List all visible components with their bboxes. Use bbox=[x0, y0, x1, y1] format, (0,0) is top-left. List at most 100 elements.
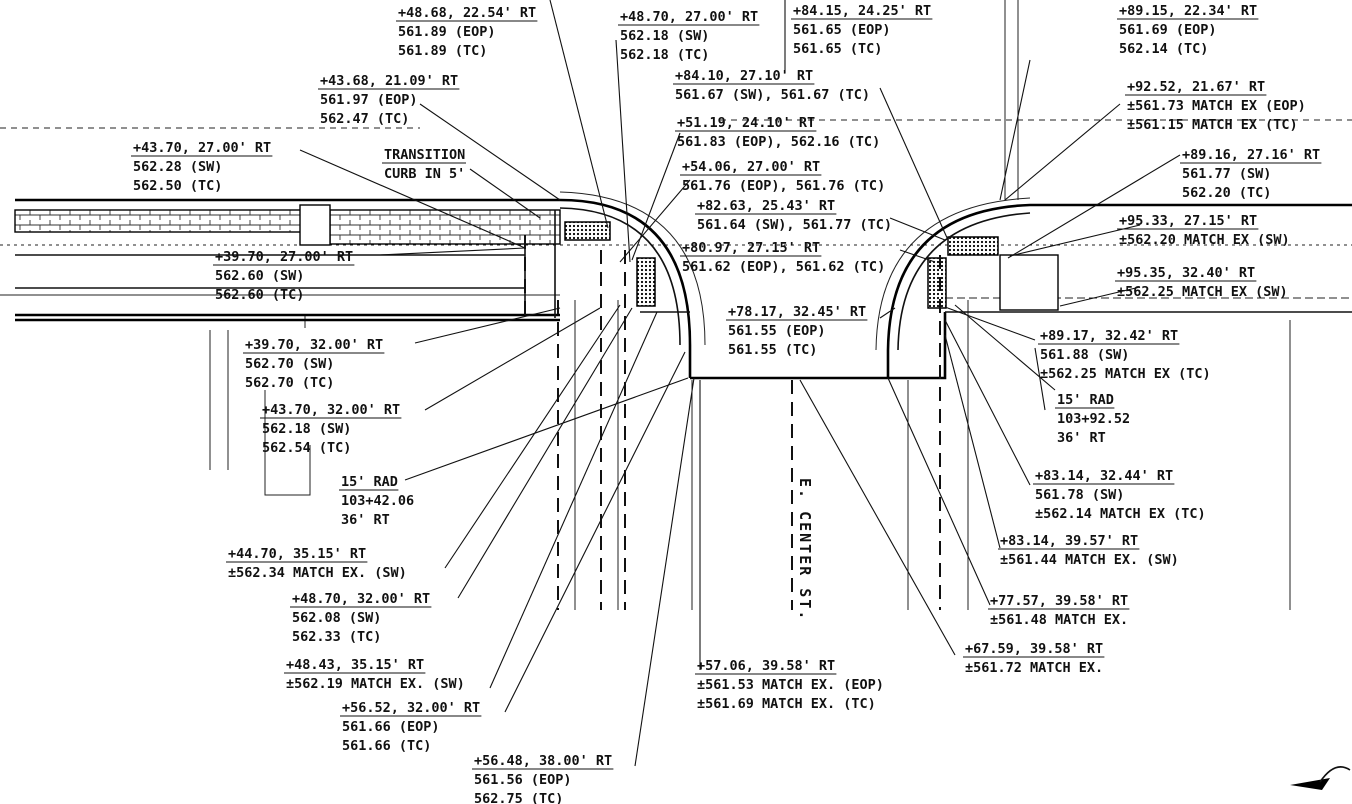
callout-line: 561.97 (EOP) bbox=[320, 92, 418, 108]
callout-line: +48.70, 27.00' RT bbox=[620, 9, 758, 25]
callout-line: +92.52, 21.67' RT bbox=[1127, 79, 1265, 95]
callout-line: ±561.53 MATCH EX. (EOP) bbox=[697, 677, 884, 693]
callout-line: ±561.72 MATCH EX. bbox=[965, 660, 1103, 676]
stationing-lines bbox=[524, 235, 941, 610]
callout-line: ±562.25 MATCH EX (TC) bbox=[1040, 366, 1211, 382]
street-name-label: E. CENTER ST. bbox=[796, 478, 814, 621]
callout-line: +39.70, 32.00' RT bbox=[245, 337, 383, 353]
callout-line: 562.18 (SW) bbox=[620, 28, 709, 44]
callout-line: +89.17, 32.42' RT bbox=[1040, 328, 1178, 344]
callout-line: +78.17, 32.45' RT bbox=[728, 304, 866, 320]
callout-line: ±561.44 MATCH EX. (SW) bbox=[1000, 552, 1179, 568]
callout-line: +82.63, 25.43' RT bbox=[697, 198, 835, 214]
callout-line: +43.70, 32.00' RT bbox=[262, 402, 400, 418]
callout-line: 562.20 (TC) bbox=[1182, 185, 1271, 201]
callout-line: +56.48, 38.00' RT bbox=[474, 753, 612, 769]
callout-c33: +56.48, 38.00' RT 561.56 (EOP) 562.75 (TC) bbox=[472, 753, 614, 804]
callout-line: 103+42.06 bbox=[341, 493, 414, 509]
callout-line: 561.62 (EOP), 561.62 (TC) bbox=[682, 259, 885, 275]
callout-line: ±562.14 MATCH EX (TC) bbox=[1035, 506, 1206, 522]
callout-line: +84.10, 27.10' RT bbox=[675, 68, 813, 84]
callout-line: 561.65 (TC) bbox=[793, 41, 882, 57]
callout-line: 561.56 (EOP) bbox=[474, 772, 572, 788]
callout-line: ±562.25 MATCH EX (SW) bbox=[1117, 284, 1288, 300]
callout-line: +54.06, 27.00' RT bbox=[682, 159, 820, 175]
callout-line: 562.47 (TC) bbox=[320, 111, 409, 127]
callout-c25: +44.70, 35.15' RT ±562.34 MATCH EX. (SW) bbox=[226, 546, 407, 581]
callout-c09: TRANSITION CURB IN 5' bbox=[382, 147, 466, 182]
callout-line: 561.55 (TC) bbox=[728, 342, 817, 358]
callout-line: +56.52, 32.00' RT bbox=[342, 700, 480, 716]
callout-line: +89.15, 22.34' RT bbox=[1119, 3, 1257, 19]
west-sidewalk bbox=[14, 198, 561, 322]
callout-c13: +82.63, 25.43' RT 561.64 (SW), 561.77 (TC… bbox=[695, 198, 892, 233]
callout-line: 561.66 (EOP) bbox=[342, 719, 440, 735]
callout-c17: +95.35, 32.40' RT±562.25 MATCH EX (SW) bbox=[1115, 265, 1288, 300]
callout-c06: +84.10, 27.10' RT 561.67 (SW), 561.67 (TC… bbox=[673, 68, 870, 103]
callout-line: 562.14 (TC) bbox=[1119, 41, 1208, 57]
callout-line: +48.43, 35.15' RT bbox=[286, 657, 424, 673]
callout-line: 561.65 (EOP) bbox=[793, 22, 891, 38]
callout-line: 562.60 (SW) bbox=[215, 268, 304, 284]
callout-line: 562.75 (TC) bbox=[474, 791, 563, 804]
callout-line: +43.70, 27.00' RT bbox=[133, 140, 271, 156]
callout-c30: +57.06, 39.58' RT ±561.53 MATCH EX. (EOP)… bbox=[695, 658, 884, 712]
callout-c31: +67.59, 39.58' RT ±561.72 MATCH EX. bbox=[963, 641, 1105, 676]
callout-c04: +89.15, 22.34' RT 561.69 (EOP) 562.14 (TC) bbox=[1117, 3, 1259, 57]
callout-line: ±562.34 MATCH EX. (SW) bbox=[228, 565, 407, 581]
callout-line: 562.18 (TC) bbox=[620, 47, 709, 63]
callout-line: 562.08 (SW) bbox=[292, 610, 381, 626]
callout-line: 561.64 (SW), 561.77 (TC) bbox=[697, 217, 892, 233]
callout-line: 15' RAD bbox=[341, 474, 398, 490]
callout-line: 561.77 (SW) bbox=[1182, 166, 1271, 182]
callout-c03: +84.15, 24.25' RT 561.65 (EOP) 561.65 (TC) bbox=[791, 3, 933, 57]
callout-line: +44.70, 35.15' RT bbox=[228, 546, 366, 562]
callout-c14: +95.33, 27.15' RT±562.20 MATCH EX (SW) bbox=[1117, 213, 1290, 248]
callout-line: TRANSITION bbox=[384, 147, 465, 163]
callout-line: 562.60 (TC) bbox=[215, 287, 304, 303]
north-arrow-icon bbox=[1290, 766, 1351, 790]
callout-line: ±562.19 MATCH EX. (SW) bbox=[286, 676, 465, 692]
callout-c28: +77.57, 39.58' RT ±561.48 MATCH EX. bbox=[988, 593, 1130, 628]
callout-line: +48.68, 22.54' RT bbox=[398, 5, 536, 21]
callout-c16: +39.70, 27.00' RT 562.60 (SW) 562.60 (TC) bbox=[213, 249, 355, 303]
callout-line: 562.28 (SW) bbox=[133, 159, 222, 175]
leader-lines bbox=[299, 0, 1181, 767]
callout-line: 561.88 (SW) bbox=[1040, 347, 1129, 363]
curb-ramps bbox=[564, 221, 1059, 311]
callout-line: 561.76 (EOP), 561.76 (TC) bbox=[682, 178, 885, 194]
callout-line: ±561.69 MATCH EX. (TC) bbox=[697, 696, 876, 712]
callout-line: ±562.20 MATCH EX (SW) bbox=[1119, 232, 1290, 248]
callout-line: 561.69 (EOP) bbox=[1119, 22, 1217, 38]
callout-line: 36' RT bbox=[1057, 430, 1106, 446]
callout-line: 562.54 (TC) bbox=[262, 440, 351, 456]
callout-line: +67.59, 39.58' RT bbox=[965, 641, 1103, 657]
callout-line: 561.67 (SW), 561.67 (TC) bbox=[675, 87, 870, 103]
callout-line: +84.15, 24.25' RT bbox=[793, 3, 931, 19]
callout-line: +57.06, 39.58' RT bbox=[697, 658, 835, 674]
curb-returns bbox=[559, 191, 1352, 380]
callout-line: ±561.73 MATCH EX (EOP) bbox=[1127, 98, 1306, 114]
callout-line: +83.14, 39.57' RT bbox=[1000, 533, 1138, 549]
callout-c23: 15' RAD 103+42.06 36' RT bbox=[339, 474, 414, 528]
callout-line: 36' RT bbox=[341, 512, 390, 528]
callout-c12: +54.06, 27.00' RT 561.76 (EOP), 561.76 (T… bbox=[680, 159, 885, 194]
callout-line: +77.57, 39.58' RT bbox=[990, 593, 1128, 609]
callout-line: +43.68, 21.09' RT bbox=[320, 73, 458, 89]
callout-line: +48.70, 32.00' RT bbox=[292, 591, 430, 607]
callout-line: ±561.48 MATCH EX. bbox=[990, 612, 1128, 628]
callout-line: +51.19, 24.10' RT bbox=[677, 115, 815, 131]
callout-c02: +48.70, 27.00' RT 562.18 (SW) 562.18 (TC) bbox=[618, 9, 760, 63]
callout-line: CURB IN 5' bbox=[384, 166, 465, 182]
callout-line: 103+92.52 bbox=[1057, 411, 1130, 427]
callout-line: +39.70, 27.00' RT bbox=[215, 249, 353, 265]
callout-line: 562.18 (SW) bbox=[262, 421, 351, 437]
